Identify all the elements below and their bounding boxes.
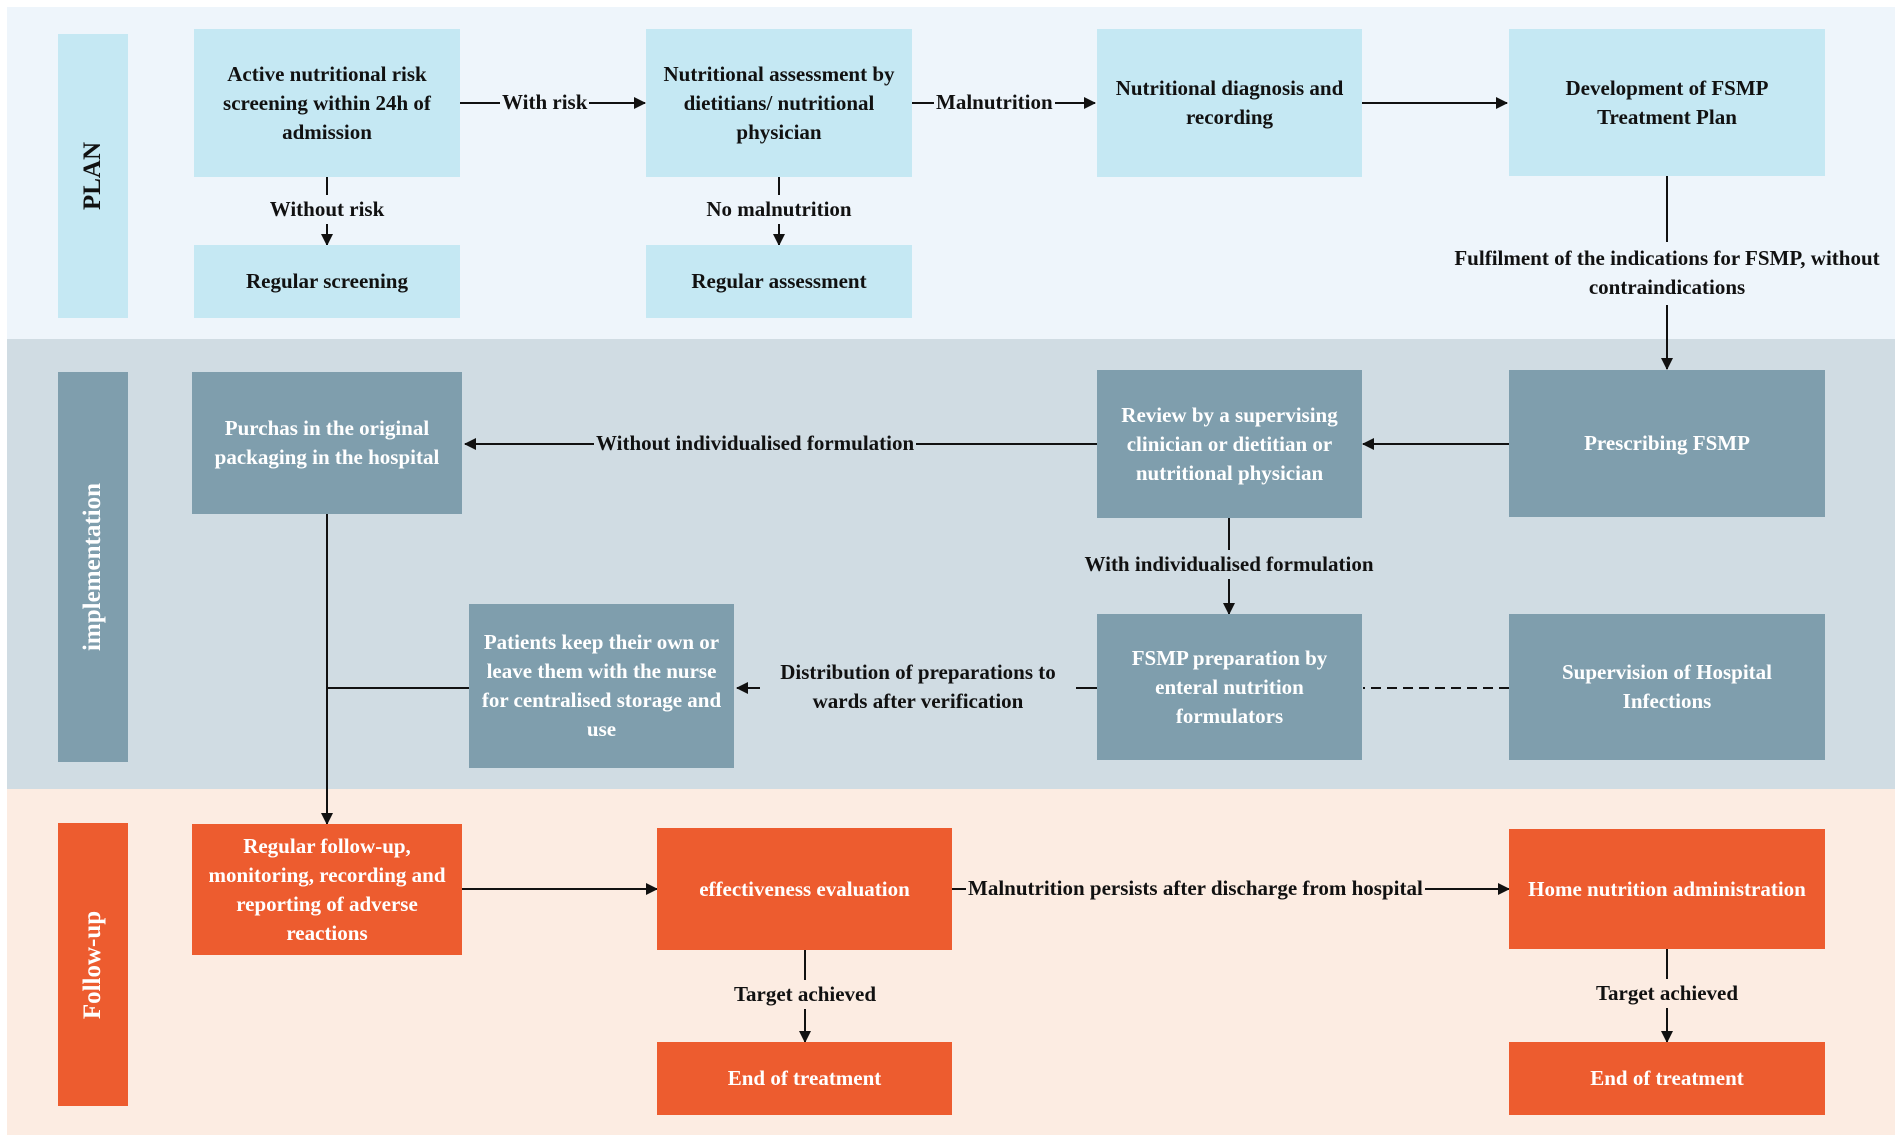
label-target-achieved-2: Target achieved [1567,979,1767,1008]
node-regular-screening: Regular screening [194,245,460,318]
node-nutritional-assessment: Nutritional assessment by dietitians/ nu… [646,29,912,177]
node-prescribing-fsmp: Prescribing FSMP [1509,370,1825,517]
node-home-nutrition: Home nutrition administration [1509,829,1825,949]
label-fulfilment: Fulfilment of the indications for FSMP, … [1454,246,1880,299]
node-purchase: Purchas in the original packaging in the… [192,372,462,514]
node-fsmp-plan: Development of FSMP Treatment Plan [1509,29,1825,176]
label-without-risk: Without risk [237,195,417,224]
label-malnutrition: Malnutrition [934,88,1055,117]
label-with-risk: With risk [500,88,590,117]
node-risk-screening: Active nutritional risk screening within… [194,29,460,177]
label-no-malnutrition: No malnutrition [674,195,884,224]
node-effectiveness-evaluation: effectiveness evaluation [657,828,952,950]
node-followup-monitoring: Regular follow-up, monitoring, recording… [192,824,462,955]
node-regular-assessment: Regular assessment [646,245,912,318]
label-with-individualised: With individualised formulation [1054,550,1404,579]
node-patients-keep: Patients keep their own or leave them wi… [469,604,734,768]
label-malnutrition-persists: Malnutrition persists after discharge fr… [966,874,1425,903]
node-fsmp-preparation: FSMP preparation by enteral nutrition fo… [1097,614,1362,760]
label-distribution: Distribution of preparations to wards af… [760,658,1076,716]
node-end-treatment-2: End of treatment [1509,1042,1825,1115]
lane-label-implementation: implementation [58,372,128,762]
node-supervision: Supervision of Hospital Infections [1509,614,1825,760]
label-target-achieved-1: Target achieved [705,980,905,1009]
node-end-treatment-1: End of treatment [657,1042,952,1115]
node-diagnosis-recording: Nutritional diagnosis and recording [1097,29,1362,177]
label-without-individualised: Without individualised formulation [594,429,917,458]
lane-label-plan: PLAN [58,34,128,318]
lane-label-followup: Follow-up [58,823,128,1106]
node-review: Review by a supervising clinician or die… [1097,370,1362,518]
